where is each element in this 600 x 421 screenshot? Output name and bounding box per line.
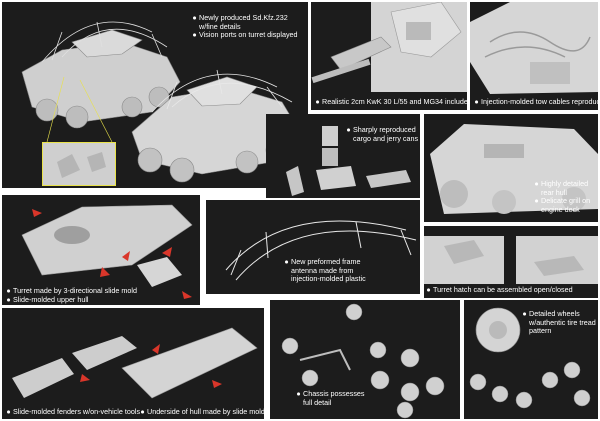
panel-gun: ●Realistic 2cm KwK 30 L/55 and MG34 incl…	[311, 2, 467, 110]
panel-fenders-hull: ●Slide-molded fenders w/on-vehicle tools…	[2, 308, 264, 419]
panel-wheels: ●Detailed wheels w/authentic tire tread …	[464, 300, 598, 419]
wheels-image	[469, 307, 591, 409]
panel-frame-antenna: ●New preformed frame antenna made from i…	[206, 200, 420, 294]
caption-main: ●Newly produced Sd.Kfz.232 w/fine detail…	[192, 13, 298, 40]
panel-rear-hull: ●Highly detailed rear hull ●Delicate gri…	[424, 114, 598, 222]
gun-image	[311, 2, 467, 92]
panel-turret-hatch: ●Turret hatch can be assembled open/clos…	[424, 226, 598, 298]
caption-turret-hatch: ●Turret hatch can be assembled open/clos…	[426, 285, 573, 294]
tow-cables-image	[470, 2, 598, 94]
chassis-image	[281, 303, 445, 419]
fenders-hull-image	[12, 327, 258, 399]
turret-hatch-image	[424, 236, 598, 284]
caption-cargo: ●Sharply reproduced cargo and jerry cans	[346, 125, 419, 143]
frame-antenna-image	[225, 220, 417, 281]
vision-port-inset-frame	[42, 142, 116, 186]
panel-main-vehicle: ●Newly produced Sd.Kfz.232 w/fine detail…	[2, 2, 308, 188]
cargo-image	[286, 126, 411, 196]
panel-tow-cables: ●Injection-molded tow cables reproduced	[470, 2, 598, 110]
caption-turret: ●Turret made by 3-directional slide mold…	[6, 286, 137, 304]
caption-tow-cables: ●Injection-molded tow cables reproduced	[474, 97, 598, 106]
rear-hull-image	[430, 124, 598, 214]
caption-chassis: ●Chassis possesses full detail	[296, 389, 365, 407]
caption-frame-antenna: ●New preformed frame antenna made from i…	[284, 257, 366, 284]
caption-hull-underside: ●Underside of hull made by slide mold	[140, 407, 264, 416]
caption-gun: ●Realistic 2cm KwK 30 L/55 and MG34 incl…	[315, 97, 467, 106]
panel-cargo: ●Sharply reproduced cargo and jerry cans	[266, 114, 420, 198]
caption-rear-hull: ●Highly detailed rear hull ●Delicate gri…	[534, 179, 591, 214]
panel-chassis: ●Chassis possesses full detail	[270, 300, 460, 419]
caption-wheels: ●Detailed wheels w/authentic tire tread …	[522, 309, 596, 336]
caption-fenders: ●Slide-molded fenders w/on-vehicle tools	[6, 407, 141, 416]
panel-turret: ●Turret made by 3-directional slide mold…	[2, 195, 200, 305]
turret-image	[21, 204, 193, 299]
